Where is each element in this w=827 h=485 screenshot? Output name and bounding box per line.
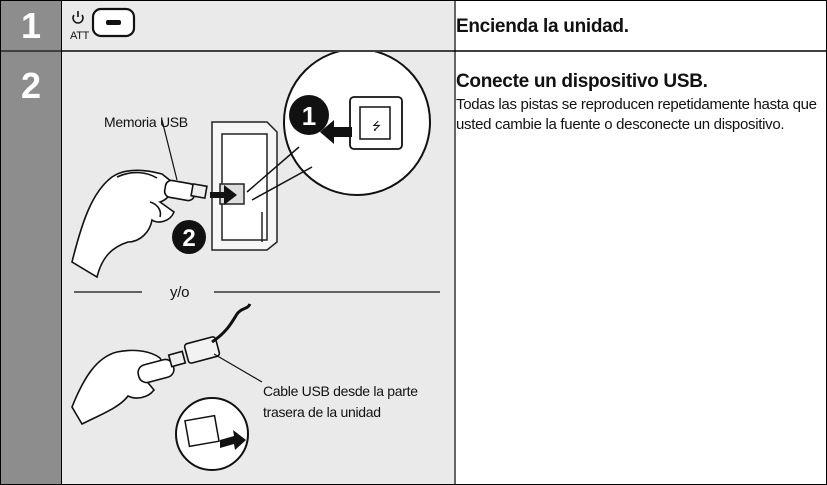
step-2-body: Todas las pistas se reproducen repetidam… [456,96,817,133]
step-2-number: 2 [20,65,42,106]
step-1-text: Encienda la unidad. [456,1,827,50]
step-2-bar: 2 [1,52,61,484]
step-2-illustration: ⭍ 1 [62,52,454,484]
step-1-illustration: ATT [62,1,454,50]
power-icon [72,11,84,24]
cable-label-line-1: Cable USB desde la parte [263,383,418,399]
svg-text:1: 1 [302,101,316,131]
car-unit-drawing [211,121,278,251]
step-1-bar: 1 [1,1,61,50]
step-2-heading: Conecte un dispositivo USB. [456,71,708,92]
callout-1-icon: 1 [289,95,329,135]
att-label: ATT [70,30,90,42]
step-1-number: 1 [20,5,42,46]
callout-2-icon: 2 [172,220,206,254]
cable-label-line-2: trasera de la unidad [263,404,381,420]
step-1-heading: Encienda la unidad. [456,16,629,37]
usb-plug-zoom-icon [175,397,249,471]
att-button-icon [91,7,136,38]
step-2-text: Conecte un dispositivo USB. Todas las pi… [456,52,827,484]
att-button-figure [72,7,136,38]
svg-text:2: 2 [182,225,195,252]
memory-usb-label: Memoria USB [104,114,188,130]
and-or-separator: y/o [170,284,190,301]
usb-symbol-icon: ⭍ [372,120,381,133]
